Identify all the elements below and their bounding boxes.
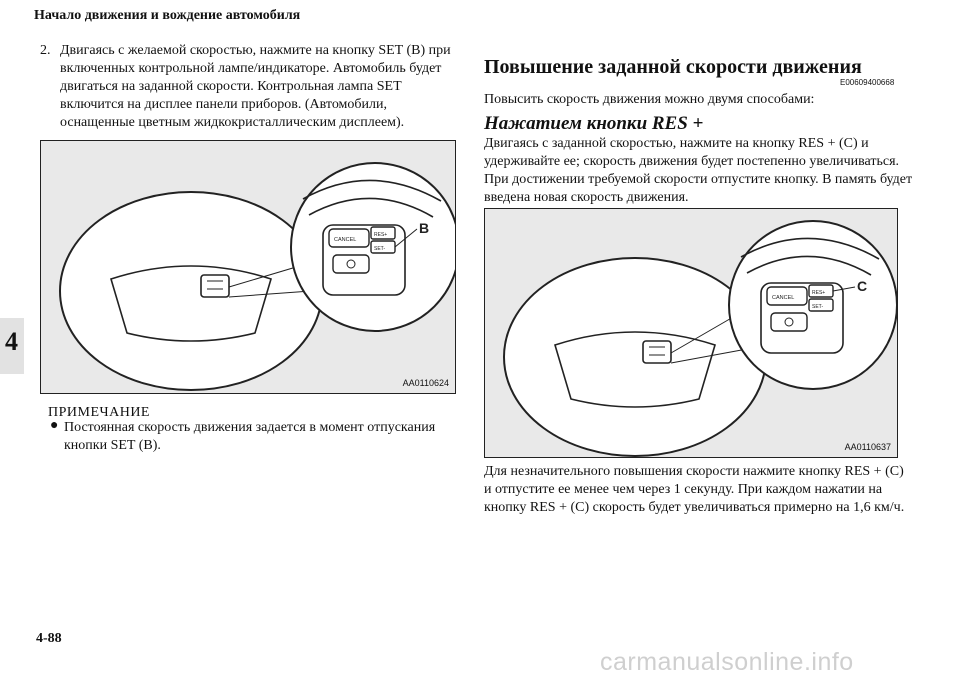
section-code: E00609400668 xyxy=(840,78,895,87)
wheel-hub xyxy=(554,331,716,408)
steering-wheel-illustration: CANCEL RES+ SET- C xyxy=(503,220,897,457)
intro-text: Повысить скорость движения можно двумя с… xyxy=(484,92,815,107)
cancel-button-shape xyxy=(328,228,370,248)
page-number: 4-88 xyxy=(36,631,62,646)
steering-wheel-illustration: CANCEL RES+ SET- B xyxy=(59,162,455,391)
figure-code: AA0110624 xyxy=(402,378,449,388)
section-title: Повышение заданной скорости движения xyxy=(484,56,862,78)
step-2: 2. Двигаясь с желаемой скоростью, нажмит… xyxy=(40,42,460,132)
wheel-buttons xyxy=(642,340,672,364)
wheel-hub xyxy=(110,265,272,342)
note-text: Постоянная скорость движения задается в … xyxy=(64,420,436,453)
steering-wheel-figure-res: CANCEL RES+ SET- C AA0110637 xyxy=(484,208,898,458)
paragraph-1: Двигаясь с заданной скоростью, нажмите н… xyxy=(484,136,913,205)
res-button-shape xyxy=(370,226,396,240)
callout-b: B xyxy=(419,220,429,236)
step-number: 2. xyxy=(40,43,51,58)
running-header: Начало движения и вождение автомобиля xyxy=(34,8,301,23)
chapter-number: 4 xyxy=(5,327,18,356)
watermark: carmanualsonline.info xyxy=(600,648,854,676)
res-button-label: RES+ xyxy=(812,290,825,296)
set-button-label: SET- xyxy=(374,246,385,252)
step-text: Двигаясь с желаемой скоростью, нажмите н… xyxy=(60,43,451,130)
bullet-icon: ● xyxy=(50,418,59,433)
subsection-title: Нажатием кнопки RES + xyxy=(484,113,704,134)
wheel-buttons xyxy=(200,274,230,298)
cancel-button-label: CANCEL xyxy=(334,237,356,243)
callout-line xyxy=(832,286,856,292)
zoom-line-2 xyxy=(670,348,748,364)
set-button-label: SET- xyxy=(812,304,823,310)
steering-wheel-figure-set: CANCEL RES+ SET- B AA0110624 xyxy=(40,140,456,394)
paragraph-2: Для незначительного повышения скорости н… xyxy=(484,464,905,515)
callout-line xyxy=(394,228,418,248)
note-title: ПРИМЕЧАНИЕ xyxy=(48,405,150,420)
figure-code: AA0110637 xyxy=(844,442,891,452)
cancel-button-shape xyxy=(766,286,808,306)
chapter-tab xyxy=(0,318,24,374)
res-button-label: RES+ xyxy=(374,232,387,238)
cruise-button-shape xyxy=(770,312,808,332)
callout-c: C xyxy=(857,278,867,294)
zoom-line-2 xyxy=(228,290,312,298)
set-button-shape xyxy=(808,298,834,312)
cancel-button-label: CANCEL xyxy=(772,295,794,301)
cruise-button-shape xyxy=(332,254,370,274)
